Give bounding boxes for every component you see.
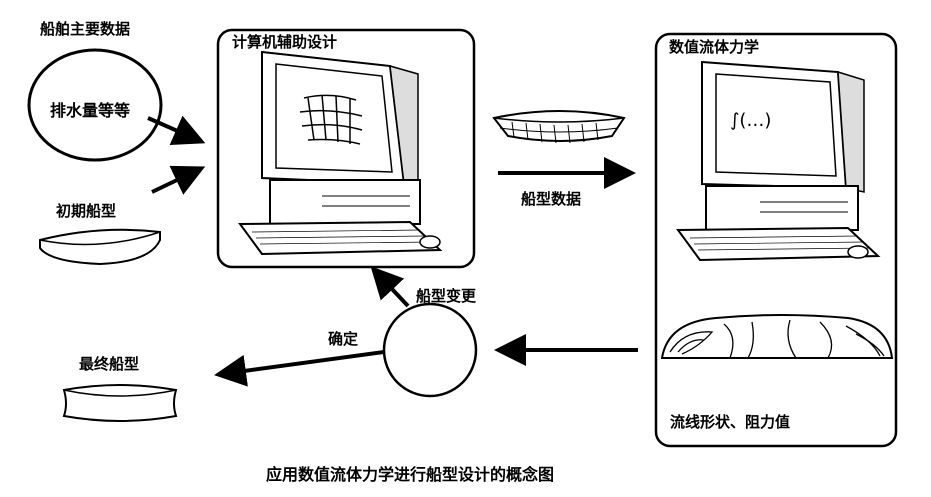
cad-hull-mesh bbox=[299, 94, 363, 145]
arrow-back-to-cad bbox=[370, 266, 410, 308]
streamline-contour-plot bbox=[660, 314, 894, 359]
arrow-hull-to-cad bbox=[151, 165, 206, 195]
hull-mesh-icon bbox=[492, 110, 626, 144]
displacement-label: 排水量等等 bbox=[50, 101, 131, 120]
initial-hull-label: 初期船型 bbox=[56, 202, 117, 220]
hull-data-label: 船型数据 bbox=[521, 190, 582, 208]
decision-circle bbox=[382, 302, 478, 398]
final-hull-label: 最终船型 bbox=[79, 355, 140, 373]
cfd-screen-formula: ∫(…) bbox=[730, 110, 771, 131]
streamline-resistance-label: 流线形状、阻力值 bbox=[670, 413, 791, 431]
figure-caption: 应用数值流体力学进行船型设计的概念图 bbox=[266, 465, 555, 484]
cad-computer-icon bbox=[238, 50, 443, 256]
cad-panel-frame bbox=[216, 28, 476, 269]
displacement-ellipse bbox=[27, 48, 163, 162]
hull-change-label: 船型变更 bbox=[416, 287, 477, 305]
initial-hull-shape bbox=[39, 228, 161, 266]
arrow-to-final-hull bbox=[214, 350, 385, 387]
arrow-data-to-cad bbox=[147, 115, 206, 145]
cfd-panel-frame bbox=[654, 32, 898, 448]
ship-main-data-title: 船舶主要数据 bbox=[40, 20, 131, 38]
cfd-panel-title: 数值流体力学 bbox=[669, 38, 760, 56]
cad-panel-title: 计算机辅助设计 bbox=[232, 33, 338, 51]
confirm-label: 确定 bbox=[328, 330, 359, 348]
final-hull-shape bbox=[62, 384, 178, 422]
cfd-computer-icon bbox=[676, 60, 881, 262]
